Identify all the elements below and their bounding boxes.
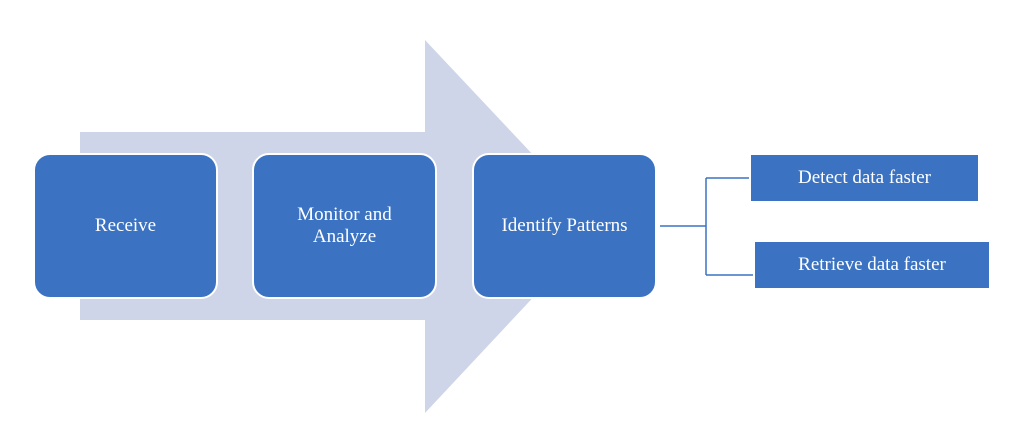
- step-monitor-and-analyze: Monitor and Analyze: [252, 153, 437, 299]
- step-label: Monitor and Analyze: [297, 204, 392, 247]
- result-detect-data-faster: Detect data faster: [749, 153, 980, 203]
- result-label: Retrieve data faster: [798, 254, 946, 275]
- step-label: Receive: [94, 215, 157, 236]
- result-retrieve-data-faster: Retrieve data faster: [753, 240, 991, 290]
- result-label: Detect data faster: [798, 167, 931, 188]
- connector-lines: [660, 177, 753, 276]
- step-label: Identify Patterns: [501, 215, 628, 236]
- step-receive: Receive: [33, 153, 218, 299]
- step-identify-patterns: Identify Patterns: [472, 153, 657, 299]
